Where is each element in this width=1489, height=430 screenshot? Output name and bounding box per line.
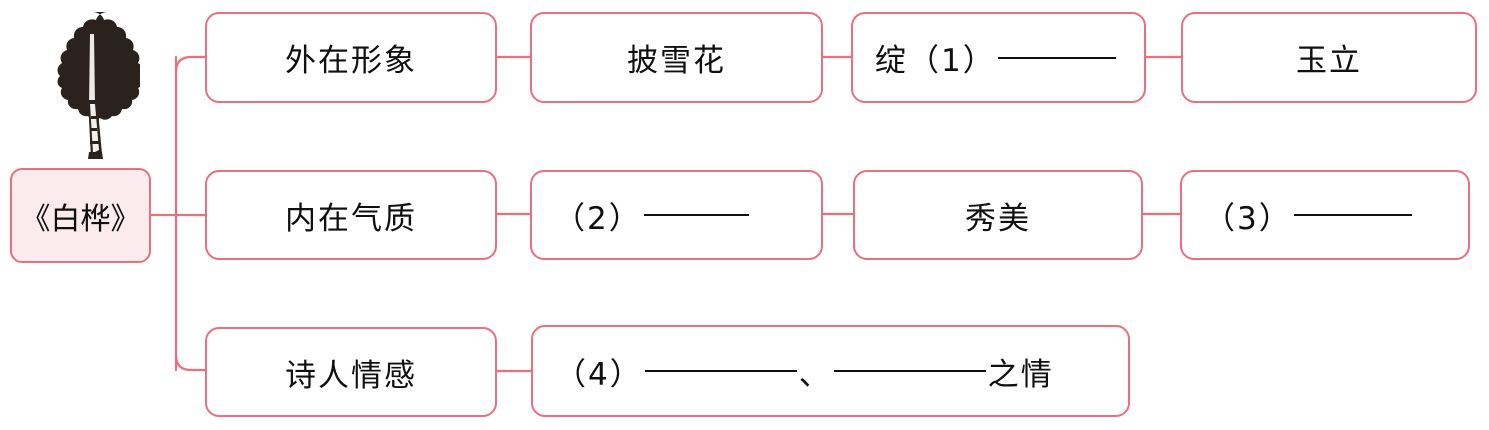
category-node-poet-emotion[interactable]: 诗人情感 — [205, 327, 497, 417]
node-r1-c1-pixuehua[interactable]: 披雪花 — [530, 12, 823, 103]
category-node-inner-temperament[interactable]: 内在气质 — [205, 170, 497, 260]
wire-elbow-row3 — [174, 353, 207, 372]
node-r1-c2-zhan-blank1[interactable]: 绽（1） — [851, 12, 1146, 103]
root-node-baihua[interactable]: 《白桦》 — [10, 168, 151, 263]
answer-blank-3[interactable] — [1293, 214, 1412, 216]
category-label-2: 内在气质 — [285, 200, 417, 237]
node-label-r1-c2-prefix: 绽（1） — [875, 43, 996, 79]
node-label-r2-c3-prefix: （3） — [1204, 200, 1292, 237]
answer-blank-2[interactable] — [643, 214, 749, 216]
birch-tree-icon — [57, 12, 140, 159]
node-r3-c1-blank4[interactable]: （4） 、 之情 — [531, 325, 1130, 417]
answer-blank-4a[interactable] — [644, 370, 797, 372]
answer-blank-1[interactable] — [997, 56, 1116, 59]
node-label-r2-c2: 秀美 — [965, 200, 1031, 237]
node-label-r1-c1: 披雪花 — [627, 43, 726, 79]
node-r2-c3-blank3[interactable]: （3） — [1180, 170, 1470, 260]
category-label-3: 诗人情感 — [285, 357, 417, 394]
node-label-r2-c1-prefix: （2） — [554, 200, 642, 237]
root-node-label: 《白桦》 — [20, 201, 141, 237]
wire-elbow-row1 — [174, 55, 207, 74]
node-r1-c3-yuli[interactable]: 玉立 — [1181, 12, 1477, 103]
category-label-1: 外在形象 — [285, 43, 417, 79]
node-r2-c1-blank2[interactable]: （2） — [530, 170, 823, 260]
category-node-external-image[interactable]: 外在形象 — [205, 12, 497, 103]
node-label-r3-c1-suffix: 之情 — [987, 356, 1054, 393]
node-label-r3-c1-separator: 、 — [798, 356, 832, 393]
answer-blank-4b[interactable] — [833, 370, 986, 372]
node-r2-c2-xiumei[interactable]: 秀美 — [853, 170, 1143, 260]
node-label-r3-c1-prefix: （4） — [555, 356, 643, 393]
node-label-r1-c3: 玉立 — [1296, 43, 1362, 79]
